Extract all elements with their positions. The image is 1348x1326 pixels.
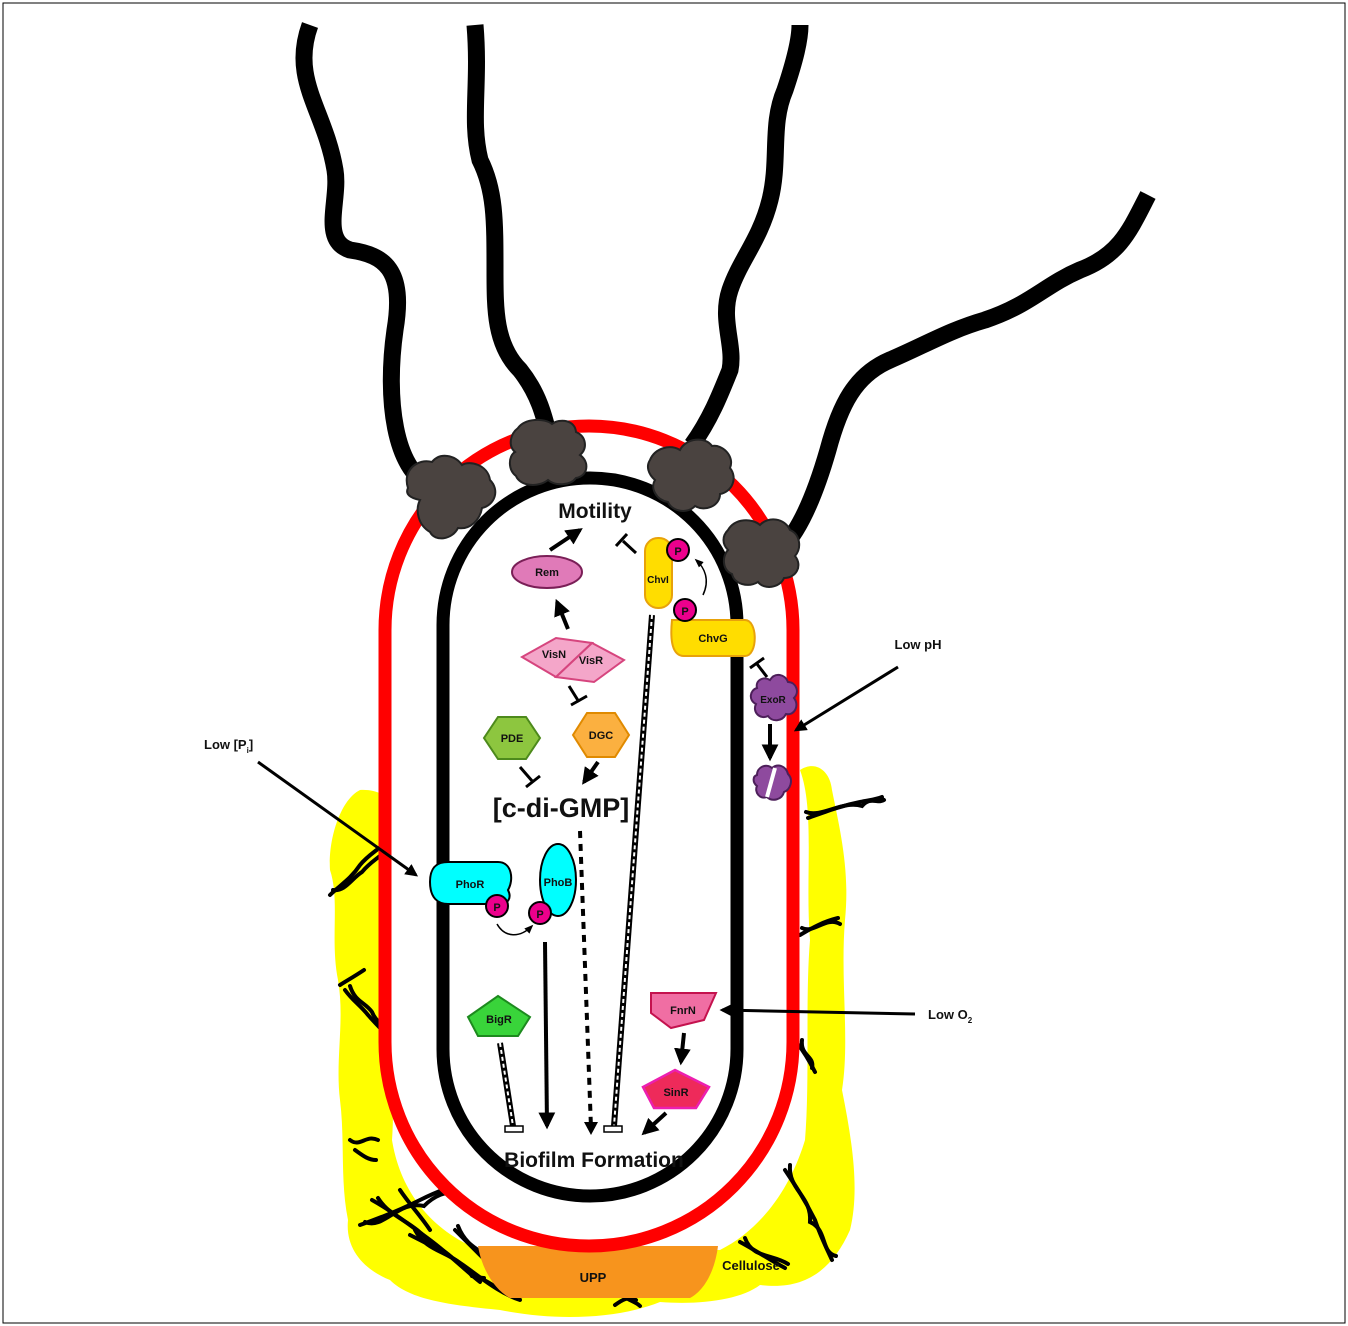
flagellum-icon [304,25,430,485]
low-pi-label: Low [Pi] [204,737,253,755]
phor-phospho-label: P [493,902,500,914]
low-o2-subscript: 2 [968,1016,973,1025]
exor-label: ExoR [760,695,786,706]
flagellar-motor-icon [510,420,587,485]
phor-label: PhoR [456,879,485,891]
bigr-label: BigR [486,1014,512,1026]
flagellum-icon [782,195,1148,548]
dgc-label: DGC [589,730,614,742]
flagellum-icon [692,25,800,445]
phob-to-biofilm-arrow [545,942,547,1126]
sinr-label: SinR [663,1087,688,1099]
low-o2-label: Low O2 [928,1007,973,1025]
flagellum-icon [475,25,550,440]
visn-label: VisN [542,649,566,661]
chvg-phospho-label: P [681,606,688,618]
low-pi-main: Low [P [204,737,247,752]
low-ph-label: Low pH [895,637,942,652]
fnrn-label: FnrN [670,1005,696,1017]
low-o2-main: Low O [928,1007,968,1022]
flagellar-motor-icon [724,519,800,587]
biofilm-formation-label: Biofilm Formation [504,1149,684,1172]
low-ph-arrow [796,667,898,730]
motility-label: Motility [558,500,632,523]
cellulose-label: Cellulose [722,1258,780,1273]
pde-label: PDE [501,733,524,745]
visr-label: VisR [579,655,603,667]
chvi-label: ChvI [647,575,669,586]
exor-protein: ExoR [751,675,797,720]
c-di-gmp-label: [c-di-GMP] [493,793,629,823]
phob-label: PhoB [544,877,573,889]
rem-label: Rem [535,567,559,579]
phob-phospho-label: P [536,909,543,921]
chvg-label: ChvG [698,633,727,645]
upp-label: UPP [580,1270,607,1285]
rem-protein: Rem [512,556,582,588]
low-pi-close: ] [249,737,253,752]
chvi-phospho-label: P [674,546,681,558]
